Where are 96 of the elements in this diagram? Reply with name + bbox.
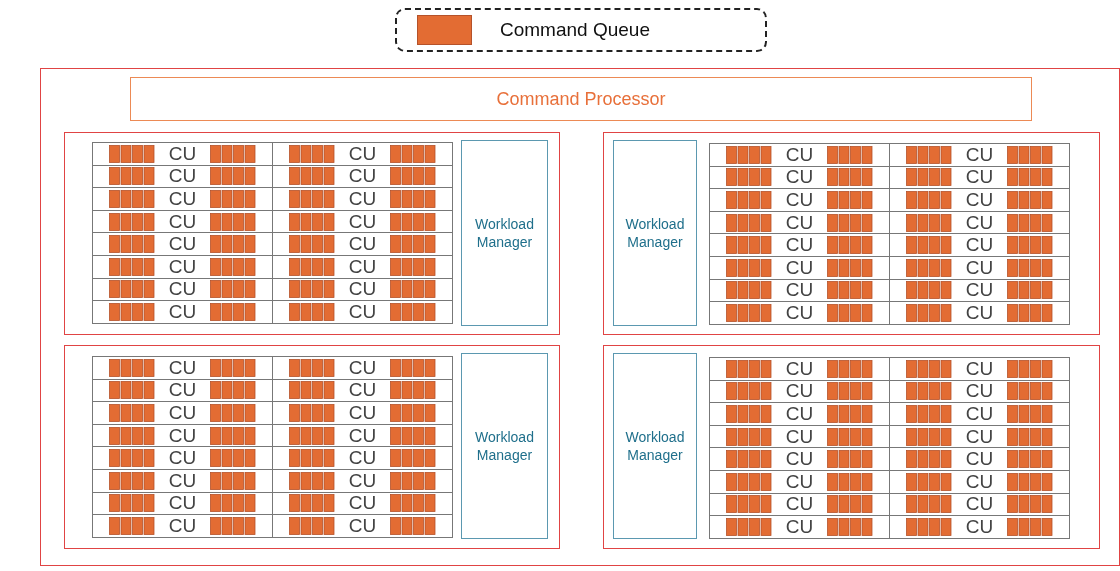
cu-label: CU [785,143,814,166]
cu-label: CU [168,492,197,515]
cu-label: CU [785,234,814,257]
cu-label: CU [965,357,994,380]
workload-manager-label: Workload Manager [624,215,686,251]
cu-label: CU [965,470,994,493]
cu-label: CU [168,165,197,188]
cu-label: CU [785,470,814,493]
cu-label: CU [785,256,814,279]
compute-unit-cell [709,357,890,381]
compute-unit-cell [272,356,453,380]
cu-label: CU [965,234,994,257]
workload-manager-box [613,353,697,539]
cu-label: CU [348,188,377,210]
compute-unit-cell [92,142,273,166]
cu-label: CU [785,279,814,302]
cu-label: CU [965,302,994,324]
shader-engine-box [64,345,560,549]
cu-label: CU [168,356,197,379]
command-processor-label: Command Processor [496,88,666,110]
cu-label: CU [785,493,814,516]
cu-label: CU [965,448,994,471]
cu-label: CU [348,210,377,233]
legend-label: Command Queue [500,19,650,41]
compute-unit-cell [709,515,890,539]
compute-unit-cell [92,300,273,324]
cu-label: CU [785,357,814,380]
cu-label: CU [348,424,377,447]
compute-unit-cell [709,301,890,325]
cu-label: CU [348,301,377,323]
cu-label: CU [785,516,814,538]
cu-label: CU [168,424,197,447]
compute-unit-cell [92,356,273,380]
cu-label: CU [965,143,994,166]
cu-label: CU [168,278,197,301]
cu-label: CU [348,165,377,188]
command-processor-box [130,77,1032,121]
cu-label: CU [965,380,994,403]
cu-label: CU [348,278,377,301]
cu-label: CU [785,302,814,324]
shader-engine-box [603,132,1100,335]
cu-label: CU [785,448,814,471]
cu-label: CU [168,402,197,424]
cu-label: CU [785,189,814,211]
cu-label: CU [348,492,377,515]
compute-unit-cell [889,515,1070,539]
cu-label: CU [348,402,377,424]
cu-label: CU [168,210,197,233]
compute-unit-cell [272,300,453,324]
compute-unit-cell [92,514,273,538]
cu-label: CU [348,255,377,278]
cu-label: CU [965,425,994,448]
cu-label: CU [168,233,197,256]
chip-outline-box [40,68,1120,566]
cu-label: CU [965,211,994,234]
cu-label: CU [785,166,814,189]
cu-label: CU [348,233,377,256]
compute-unit-cell [889,301,1070,325]
cu-label: CU [965,256,994,279]
cu-label: CU [965,493,994,516]
cu-label: CU [785,425,814,448]
workload-manager-box [461,140,548,326]
cu-label: CU [348,142,377,165]
cu-label: CU [168,469,197,492]
cu-label: CU [965,516,994,538]
compute-unit-cell [889,357,1070,381]
cu-label: CU [348,447,377,470]
cu-label: CU [348,356,377,379]
cu-label: CU [168,301,197,323]
compute-unit-cell [889,143,1070,167]
compute-unit-cell [709,143,890,167]
workload-manager-box [613,140,697,326]
cu-label: CU [965,403,994,425]
cu-label: CU [348,469,377,492]
workload-manager-label: Workload Manager [474,215,535,251]
workload-manager-label: Workload Manager [624,428,686,464]
cu-label: CU [168,447,197,470]
workload-manager-box [461,353,548,539]
cu-label: CU [965,279,994,302]
cu-label: CU [168,188,197,210]
cu-label: CU [348,515,377,537]
cu-label: CU [168,515,197,537]
cu-label: CU [168,142,197,165]
cu-label: CU [785,403,814,425]
workload-manager-label: Workload Manager [474,428,535,464]
cu-label: CU [785,211,814,234]
cu-label: CU [168,255,197,278]
shader-engine-box [64,132,560,335]
compute-unit-cell [272,142,453,166]
cu-label: CU [965,189,994,211]
cu-label: CU [168,379,197,402]
cu-label: CU [348,379,377,402]
shader-engine-box [603,345,1100,549]
cu-label: CU [965,166,994,189]
cu-label: CU [785,380,814,403]
compute-unit-cell [272,514,453,538]
